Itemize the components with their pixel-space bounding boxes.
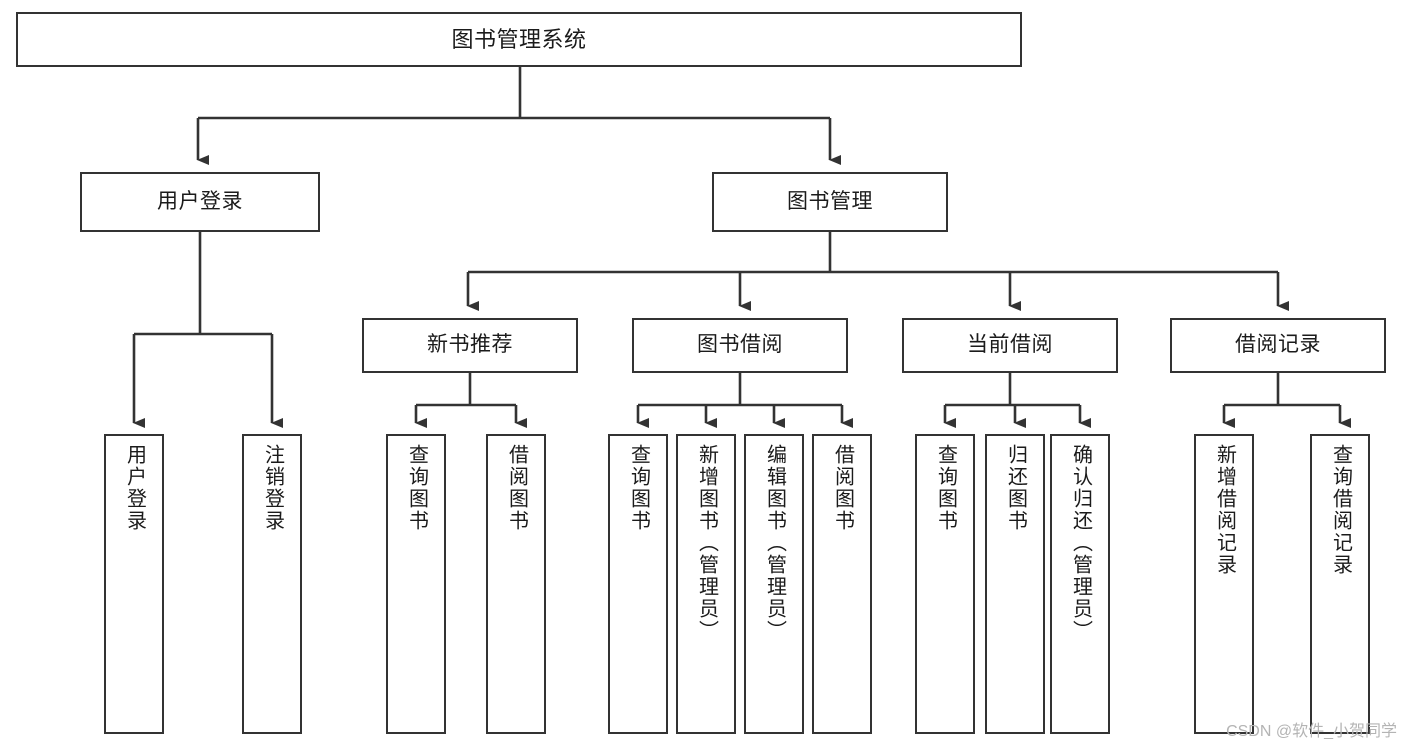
leaf-query-book-new[interactable]: 查询图书 <box>386 434 446 734</box>
node-new-book-recommend[interactable]: 新书推荐 <box>362 318 578 373</box>
node-label: 查询图书 <box>627 444 650 532</box>
leaf-add-book-admin[interactable]: 新增图书（管理员） <box>676 434 736 734</box>
leaf-borrow-book[interactable]: 借阅图书 <box>812 434 872 734</box>
watermark-text: CSDN @软件_小贺同学 <box>1226 723 1397 740</box>
node-label: 新增图书（管理员） <box>695 444 718 642</box>
node-book-management[interactable]: 图书管理 <box>712 172 948 232</box>
leaf-query-borrow-record[interactable]: 查询借阅记录 <box>1310 434 1370 734</box>
node-label: 新书推荐 <box>427 333 513 357</box>
node-current-borrow[interactable]: 当前借阅 <box>902 318 1118 373</box>
node-label: 查询借阅记录 <box>1329 444 1352 576</box>
node-user-login[interactable]: 用户登录 <box>80 172 320 232</box>
leaf-query-book-current[interactable]: 查询图书 <box>915 434 975 734</box>
leaf-edit-book-admin[interactable]: 编辑图书（管理员） <box>744 434 804 734</box>
node-label: 查询图书 <box>405 444 428 532</box>
node-label: 图书借阅 <box>697 333 783 357</box>
node-label: 借阅记录 <box>1235 333 1321 357</box>
node-label: 查询图书 <box>934 444 957 532</box>
node-label: 借阅图书 <box>505 444 528 532</box>
node-label: 图书管理 <box>787 189 873 213</box>
node-borrow-record[interactable]: 借阅记录 <box>1170 318 1386 373</box>
node-label: 用户登录 <box>157 189 243 213</box>
node-label: 归还图书 <box>1004 444 1027 532</box>
node-label: 借阅图书 <box>831 444 854 532</box>
leaf-logout-login[interactable]: 注销登录 <box>242 434 302 734</box>
node-label: 编辑图书（管理员） <box>763 444 786 642</box>
node-label: 注销登录 <box>261 444 284 532</box>
leaf-query-book-borrow[interactable]: 查询图书 <box>608 434 668 734</box>
node-root-library-system[interactable]: 图书管理系统 <box>16 12 1022 67</box>
leaf-confirm-return-admin[interactable]: 确认归还（管理员） <box>1050 434 1110 734</box>
leaf-borrow-book-new[interactable]: 借阅图书 <box>486 434 546 734</box>
node-label: 新增借阅记录 <box>1213 444 1236 576</box>
node-label: 确认归还（管理员） <box>1069 444 1092 642</box>
node-label: 图书管理系统 <box>451 26 587 52</box>
node-book-borrow[interactable]: 图书借阅 <box>632 318 848 373</box>
leaf-return-book[interactable]: 归还图书 <box>985 434 1045 734</box>
node-label: 当前借阅 <box>967 333 1053 357</box>
leaf-user-login[interactable]: 用户登录 <box>104 434 164 734</box>
node-label: 用户登录 <box>123 444 146 532</box>
leaf-add-borrow-record[interactable]: 新增借阅记录 <box>1194 434 1254 734</box>
